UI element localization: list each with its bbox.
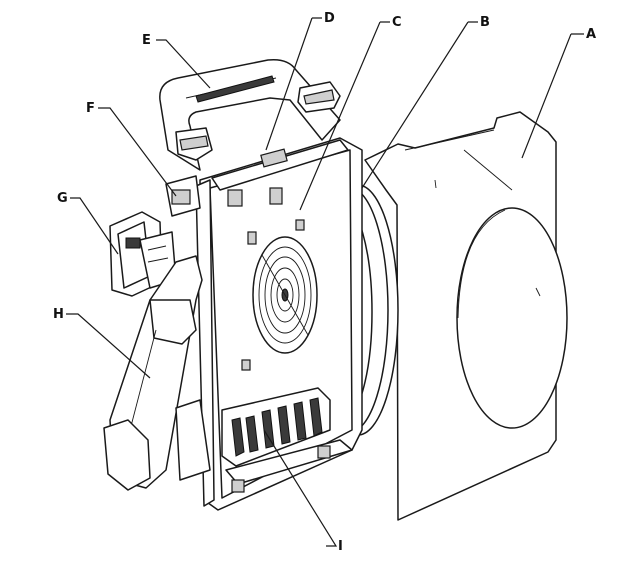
leader-a xyxy=(521,33,584,159)
callout-e: E xyxy=(142,33,151,48)
heat-sink xyxy=(221,387,353,493)
callout-i: I xyxy=(338,539,343,554)
fan-grille xyxy=(252,236,318,354)
leader-d xyxy=(265,17,322,151)
callout-labels: A B C D E F G H I xyxy=(53,11,596,554)
callout-a: A xyxy=(586,27,596,42)
callout-b: B xyxy=(480,15,490,30)
leader-e xyxy=(156,39,211,89)
leader-b xyxy=(361,21,478,189)
side-switch xyxy=(165,175,201,217)
front-cover-panel xyxy=(364,111,568,521)
callout-leaders xyxy=(66,17,584,547)
callout-d: D xyxy=(324,11,335,26)
leader-h xyxy=(66,313,151,379)
leader-i xyxy=(263,429,338,547)
leader-f xyxy=(98,107,177,197)
stand-leg xyxy=(103,255,211,491)
leader-c xyxy=(299,21,390,211)
callout-c: C xyxy=(392,15,402,30)
callout-g: G xyxy=(57,191,68,206)
carry-handle xyxy=(159,58,341,171)
callout-f: F xyxy=(86,101,95,116)
power-socket xyxy=(109,211,177,297)
callout-h: H xyxy=(53,307,64,322)
leader-g xyxy=(70,197,119,255)
